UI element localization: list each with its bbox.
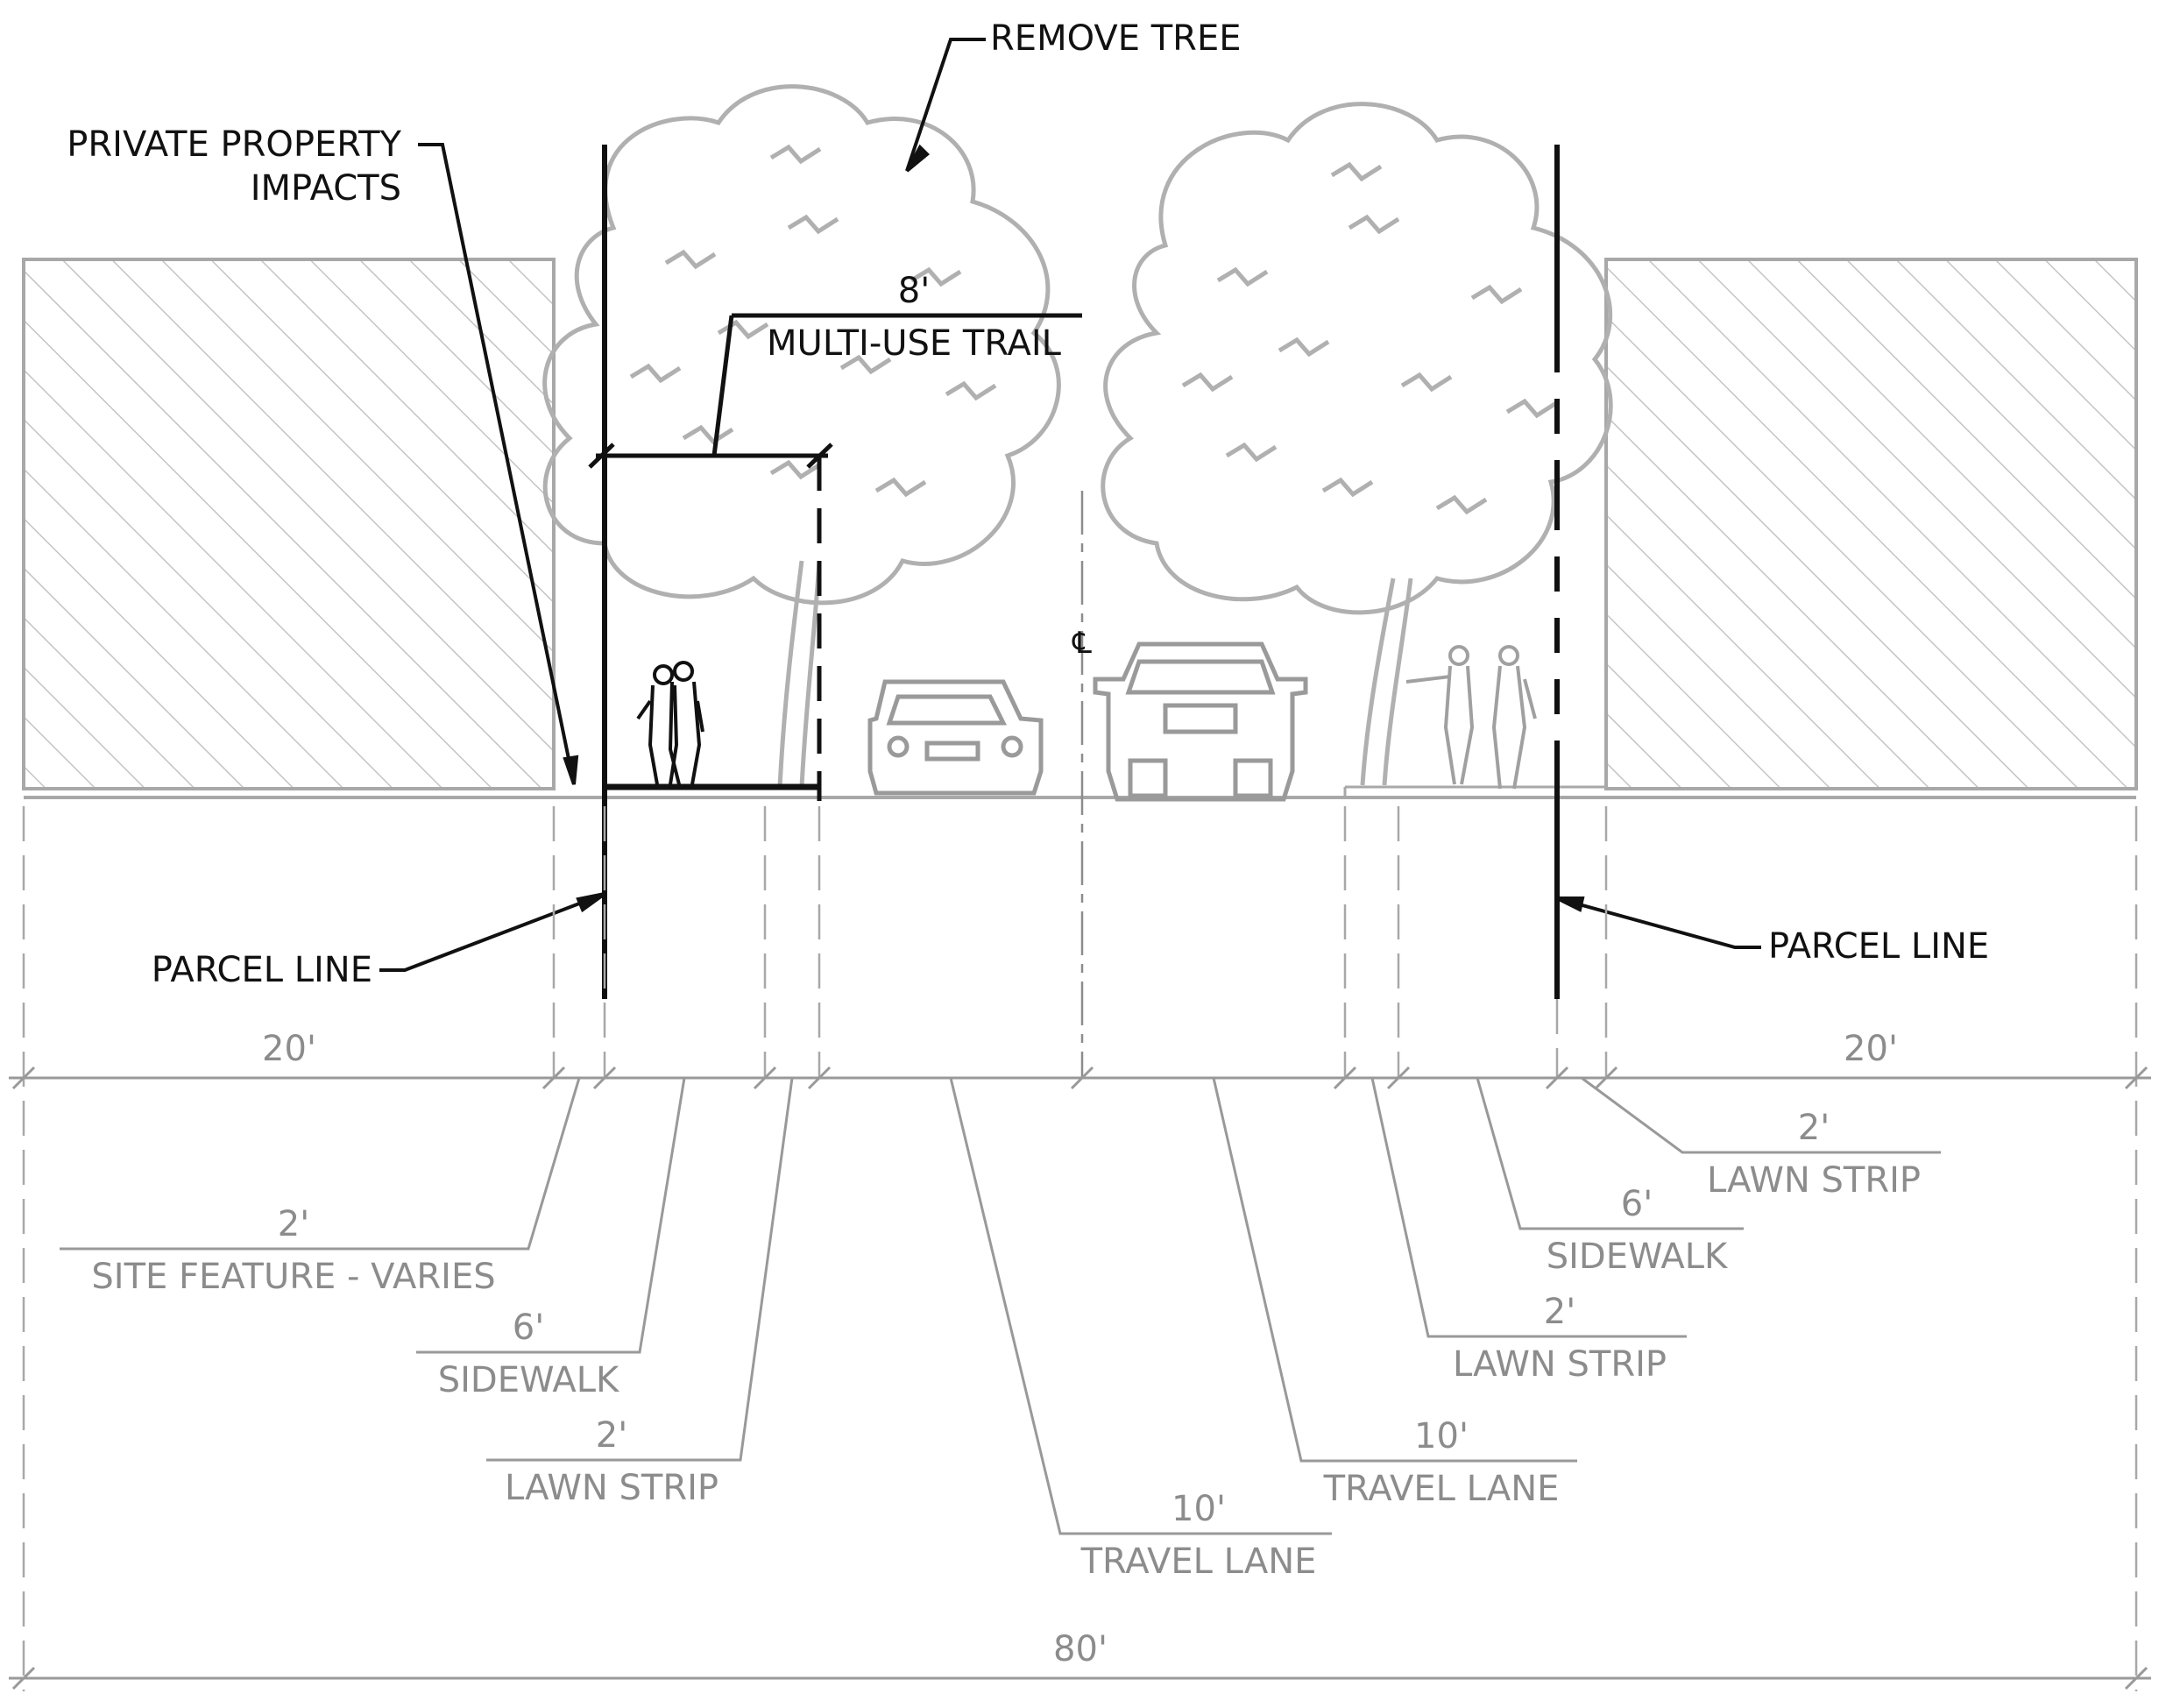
sidewalk-left-width: 6' xyxy=(513,1308,544,1348)
private-property-label-line1: PRIVATE PROPERTY xyxy=(67,124,401,165)
site-feature-width: 2' xyxy=(278,1204,309,1244)
sidewalk-right-label: SIDEWALK xyxy=(1547,1237,1729,1277)
travel-lane-left-label: TRAVEL LANE xyxy=(1080,1541,1317,1582)
right-setback-dimension: 20' xyxy=(1844,1029,1898,1069)
lawn-strip-right-outer-width: 2' xyxy=(1798,1108,1830,1148)
extension-lines xyxy=(22,806,2138,1691)
travel-lane-right-label: TRAVEL LANE xyxy=(1323,1469,1560,1509)
left-setback-dimension: 20' xyxy=(262,1029,316,1069)
lawn-strip-left-label: LAWN STRIP xyxy=(505,1468,718,1508)
travel-lane-right-width: 10' xyxy=(1414,1416,1469,1456)
trail-name-label: MULTI-USE TRAIL xyxy=(767,323,1062,364)
centerline-symbol: ℄ xyxy=(1072,626,1092,661)
lawn-strip-right-outer-label: LAWN STRIP xyxy=(1707,1160,1921,1201)
building-left xyxy=(22,258,556,790)
building-right xyxy=(1604,258,2138,790)
remove-tree-label: REMOVE TREE xyxy=(990,18,1241,59)
lawn-strip-right-inner-label: LAWN STRIP xyxy=(1453,1344,1667,1385)
pedestrians-right xyxy=(1405,645,1537,790)
segment-leaders xyxy=(60,1076,1941,1535)
callout-leaders xyxy=(379,38,1761,972)
sidewalk-left-label: SIDEWALK xyxy=(438,1360,620,1400)
sidewalk-right-width: 6' xyxy=(1621,1184,1653,1224)
parcel-line-right-label: PARCEL LINE xyxy=(1768,926,1989,967)
lawn-strip-left-width: 2' xyxy=(596,1415,627,1456)
private-property-label-line2: IMPACTS xyxy=(251,168,401,209)
site-feature-label: SITE FEATURE - VARIES xyxy=(91,1257,495,1297)
total-row-dimension: 80' xyxy=(1053,1629,1108,1669)
trail-dimension xyxy=(588,313,1082,787)
tree-right xyxy=(1101,102,1613,786)
pedestrians-left xyxy=(636,661,704,785)
parcel-line-left-label: PARCEL LINE xyxy=(152,950,372,990)
trail-width-label: 8' xyxy=(898,271,930,311)
main-dimension-string xyxy=(9,1066,2151,1690)
car-left xyxy=(867,679,1044,796)
travel-lane-left-width: 10' xyxy=(1172,1489,1226,1529)
lawn-strip-right-inner-width: 2' xyxy=(1544,1292,1575,1332)
car-right xyxy=(1093,641,1308,802)
